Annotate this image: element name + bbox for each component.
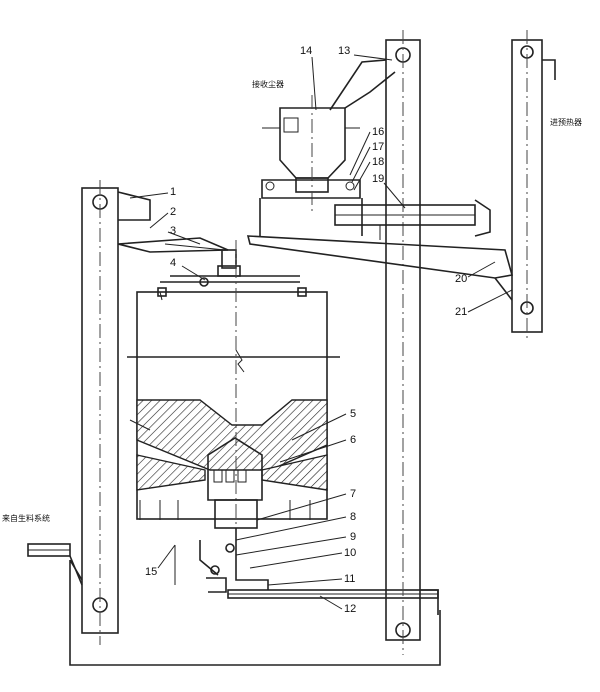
callout-14: 14	[300, 45, 312, 57]
raw-feed-pipe	[27, 543, 83, 586]
callout-18: 18	[372, 156, 384, 168]
callout-20: 20	[455, 273, 467, 285]
callout-15: 15	[145, 566, 157, 578]
callout-17: 17	[372, 141, 384, 153]
silo-body	[127, 240, 340, 540]
callouts: 1 2 3 4 5 6 7 8 9 10 11 12 13 14 15 16 1…	[129, 45, 513, 615]
bottom-conveyor	[227, 589, 439, 599]
callout-6: 6	[350, 434, 356, 446]
callout-11: 11	[344, 573, 355, 585]
dust-collector-label: 接收尘器	[252, 79, 284, 89]
callout-13: 13	[338, 45, 350, 57]
callout-12: 12	[344, 603, 356, 615]
air-slide-manifold	[259, 179, 363, 236]
callout-16: 16	[372, 126, 384, 138]
callout-1: 1	[170, 186, 176, 198]
silo-discharge	[174, 499, 269, 593]
callout-19: 19	[372, 173, 384, 185]
feed-chute	[117, 237, 229, 253]
callout-2: 2	[170, 206, 176, 218]
right-bucket-elevator	[329, 30, 439, 655]
callout-10: 10	[344, 547, 356, 559]
callout-8: 8	[350, 511, 356, 523]
dust-collector	[262, 71, 396, 215]
callout-3: 3	[170, 225, 176, 237]
callout-4: 4	[170, 257, 176, 269]
callout-21: 21	[455, 306, 467, 318]
preheater-label: 进预热器	[550, 117, 582, 127]
callout-5: 5	[350, 408, 356, 420]
upper-conveyor	[334, 199, 491, 240]
transfer-chute	[246, 235, 514, 279]
raw-material-label: 来自生料系统	[2, 513, 50, 523]
callout-7: 7	[350, 488, 356, 500]
preheater-elevator	[511, 30, 556, 340]
callout-9: 9	[350, 531, 356, 543]
left-bucket-elevator	[69, 180, 151, 645]
bottom-return-line	[69, 610, 441, 666]
